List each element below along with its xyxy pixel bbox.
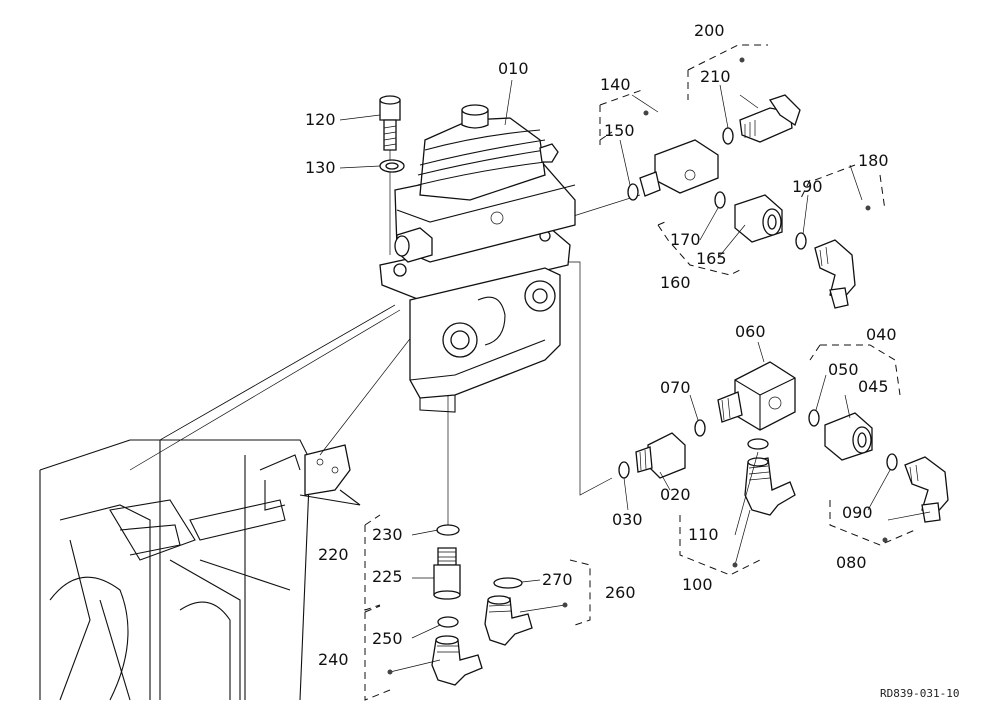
adapter-045 (824, 412, 873, 461)
oring-090 (886, 453, 898, 471)
label-200: 200 (694, 21, 725, 40)
label-240: 240 (318, 650, 349, 669)
label-130: 130 (305, 158, 336, 177)
label-030: 030 (612, 510, 643, 529)
label-080: 080 (836, 553, 867, 572)
elbow-fitting-240 (431, 635, 483, 686)
adapter-225 (433, 547, 461, 600)
label-020: 020 (660, 485, 691, 504)
label-190: 190 (792, 177, 823, 196)
label-045: 045 (858, 377, 889, 396)
label-leaders (339, 57, 931, 675)
tee-fitting-140 (639, 139, 719, 197)
adapter-165 (734, 194, 783, 243)
group-brackets (364, 44, 916, 701)
label-110: 110 (688, 525, 719, 544)
leader-lines (129, 94, 863, 530)
elbow-fitting-260 (484, 595, 533, 646)
oring-070 (694, 419, 706, 437)
label-260: 260 (605, 583, 636, 602)
block-060 (717, 361, 796, 431)
label-040: 040 (866, 325, 897, 344)
elbow-fitting-200 (739, 94, 801, 143)
oring-150 (627, 183, 639, 201)
oring-110 (747, 438, 769, 450)
reference-code: RD839-031-10 (880, 687, 959, 700)
oring-190 (795, 232, 807, 250)
oring-030 (618, 461, 630, 479)
adapter-020 (635, 432, 686, 479)
label-270: 270 (542, 570, 573, 589)
label-100: 100 (682, 575, 713, 594)
label-165: 165 (696, 249, 727, 268)
label-250: 250 (372, 629, 403, 648)
label-225: 225 (372, 567, 403, 586)
label-210: 210 (700, 67, 731, 86)
label-230: 230 (372, 525, 403, 544)
oring-250 (437, 616, 459, 628)
oring-270 (493, 577, 523, 589)
bolt-120 (379, 95, 401, 151)
label-060: 060 (735, 322, 766, 341)
label-120: 120 (305, 110, 336, 129)
elbow-fitting-100 (744, 457, 796, 516)
elbow-fitting-180 (814, 239, 856, 309)
washer-130 (379, 159, 405, 173)
part-labels: 010 120 130 140 150 200 210 180 190 170 … (305, 21, 959, 700)
label-140: 140 (600, 75, 631, 94)
label-220: 220 (318, 545, 349, 564)
oring-230 (436, 524, 460, 536)
valve-body-010 (379, 104, 576, 413)
label-150: 150 (604, 121, 635, 140)
label-050: 050 (828, 360, 859, 379)
elbow-fitting-080 (904, 456, 949, 523)
label-010: 010 (498, 59, 529, 78)
label-070: 070 (660, 378, 691, 397)
label-170: 170 (670, 230, 701, 249)
label-180: 180 (858, 151, 889, 170)
oring-170 (714, 191, 726, 209)
tractor-frame-drawing (39, 439, 361, 701)
oring-210 (722, 127, 734, 145)
oring-050 (808, 409, 820, 427)
label-090: 090 (842, 503, 873, 522)
label-160: 160 (660, 273, 691, 292)
